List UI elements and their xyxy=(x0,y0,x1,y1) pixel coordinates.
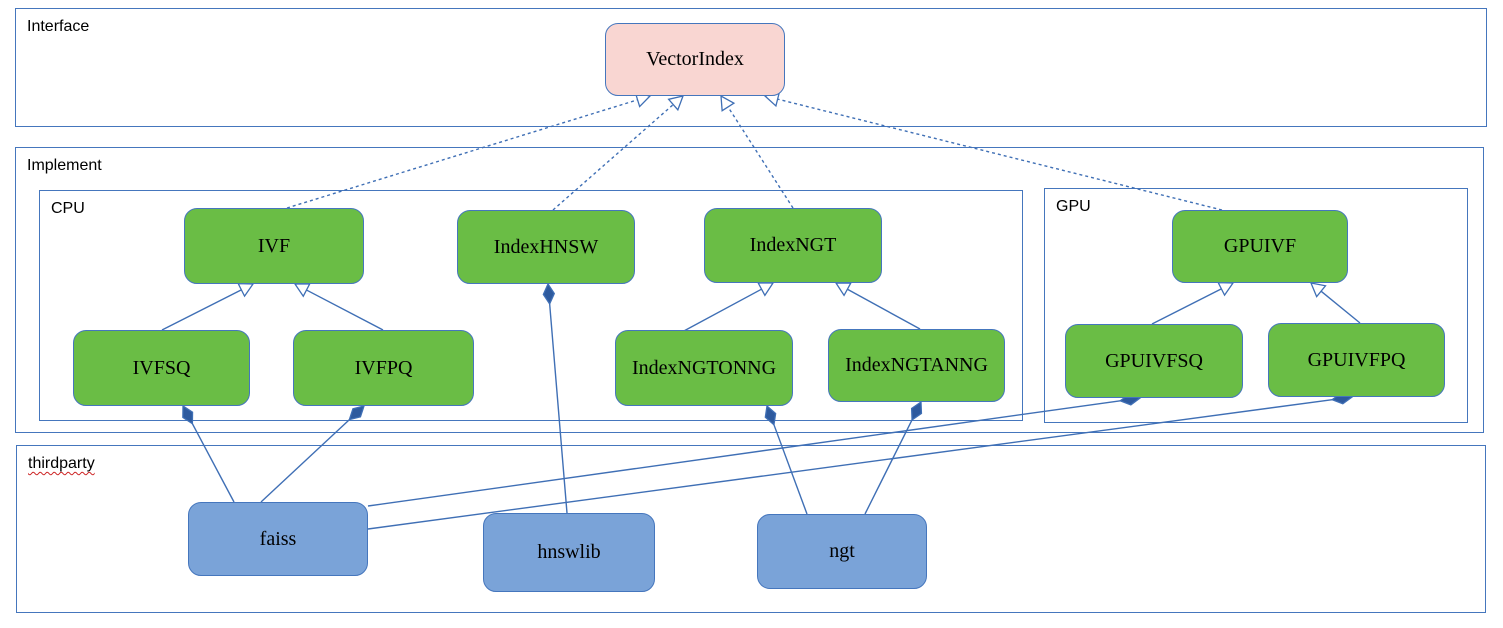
edge-generalization-IndexNGTONNG-to-IndexNGT xyxy=(681,288,763,333)
node-VectorIndex: VectorIndex xyxy=(605,23,785,96)
diamond-marker-hnswlib-to-IndexHNSW xyxy=(542,282,556,306)
edge-composition-ngt-to-IndexNGTANNG xyxy=(864,418,914,515)
node-faiss-label: faiss xyxy=(259,527,297,550)
node-GPUIVFPQ-label: GPUIVFPQ xyxy=(1307,348,1406,371)
container-cpu-label: CPU xyxy=(51,200,85,217)
node-IndexHNSW: IndexHNSW xyxy=(457,210,635,284)
container-thirdparty-label: thirdparty xyxy=(28,455,95,472)
container-interface-label: Interface xyxy=(27,18,90,35)
container-cpu: CPU xyxy=(39,190,1023,421)
container-implement-label: Implement xyxy=(27,157,102,174)
node-IVFSQ: IVFSQ xyxy=(73,330,250,406)
node-ngt: ngt xyxy=(757,514,927,589)
container-implement: Implement xyxy=(15,147,1484,433)
edge-composition-ngt-to-IndexNGTONNG xyxy=(772,423,808,515)
edge-generalization-GPUIVFPQ-to-GPUIVF xyxy=(1319,290,1361,324)
node-VectorIndex-label: VectorIndex xyxy=(646,48,744,70)
triangle-marker-IndexNGTANNG-to-IndexNGT xyxy=(834,282,852,297)
triangle-marker-IndexHNSW-to-VectorIndex xyxy=(667,95,685,112)
node-IndexNGT-label: IndexNGT xyxy=(749,234,837,256)
node-IVF-label: IVF xyxy=(257,234,291,257)
node-IndexNGTONNG-label: IndexNGTONNG xyxy=(631,356,777,379)
diamond-marker-faiss-to-IVFPQ xyxy=(348,405,365,421)
node-IVFPQ: IVFPQ xyxy=(293,330,474,406)
node-IVF: IVF xyxy=(184,208,364,284)
node-GPUIVFPQ: GPUIVFPQ xyxy=(1268,323,1445,397)
node-IndexNGTONNG: IndexNGTONNG xyxy=(615,330,793,406)
node-faiss: faiss xyxy=(188,502,368,576)
edge-generalization-IVFSQ-to-IVF xyxy=(161,288,243,331)
container-gpu: GPU xyxy=(1044,188,1468,423)
node-GPUIVFSQ: GPUIVFSQ xyxy=(1065,324,1243,398)
node-GPUIVF: GPUIVF xyxy=(1172,210,1348,283)
node-hnswlib: hnswlib xyxy=(483,513,655,592)
edge-composition-faiss-to-IVFSQ xyxy=(191,422,235,503)
edge-composition-faiss-to-GPUIVFSQ xyxy=(367,399,1122,507)
node-GPUIVF-label: GPUIVF xyxy=(1223,235,1297,257)
node-GPUIVFSQ-label: GPUIVFSQ xyxy=(1105,349,1203,372)
node-IndexNGTANNG-label: IndexNGTANNG xyxy=(845,354,988,376)
edge-generalization-GPUIVFSQ-to-GPUIVF xyxy=(1151,287,1223,325)
edge-composition-faiss-to-IVFPQ xyxy=(260,418,351,503)
node-IVFPQ-label: IVFPQ xyxy=(354,356,413,379)
container-interface: Interface xyxy=(15,8,1487,127)
edge-composition-faiss-to-GPUIVFPQ xyxy=(367,398,1334,530)
diamond-marker-faiss-to-IVFSQ xyxy=(182,404,194,425)
edge-generalization-IVFPQ-to-IVF xyxy=(305,288,384,331)
edge-composition-hnswlib-to-IndexHNSW xyxy=(548,302,568,514)
edge-generalization-IndexNGTANNG-to-IndexNGT xyxy=(846,288,921,330)
container-thirdparty: thirdparty xyxy=(16,445,1486,613)
container-gpu-label: GPU xyxy=(1056,198,1091,215)
node-IndexNGT: IndexNGT xyxy=(704,208,882,283)
node-IndexNGTANNG: IndexNGTANNG xyxy=(828,329,1005,402)
edge-realization-GPUIVF-to-VectorIndex xyxy=(776,98,1223,211)
triangle-marker-GPUIVFPQ-to-GPUIVF xyxy=(1309,282,1327,298)
node-IVFSQ-label: IVFSQ xyxy=(132,356,191,379)
node-ngt-label: ngt xyxy=(829,540,855,562)
triangle-marker-IndexNGT-to-VectorIndex xyxy=(720,94,736,112)
node-hnswlib-label: hnswlib xyxy=(537,541,601,563)
node-IndexHNSW-label: IndexHNSW xyxy=(493,235,599,258)
edge-realization-IndexHNSW-to-VectorIndex xyxy=(552,103,675,211)
diamond-marker-ngt-to-IndexNGTANNG xyxy=(910,400,923,422)
triangle-marker-IndexNGTONNG-to-IndexNGT xyxy=(757,282,775,297)
edge-realization-IVF-to-VectorIndex xyxy=(286,98,639,209)
edge-realization-IndexNGT-to-VectorIndex xyxy=(726,105,794,209)
diamond-marker-ngt-to-IndexNGTONNG xyxy=(764,404,777,427)
